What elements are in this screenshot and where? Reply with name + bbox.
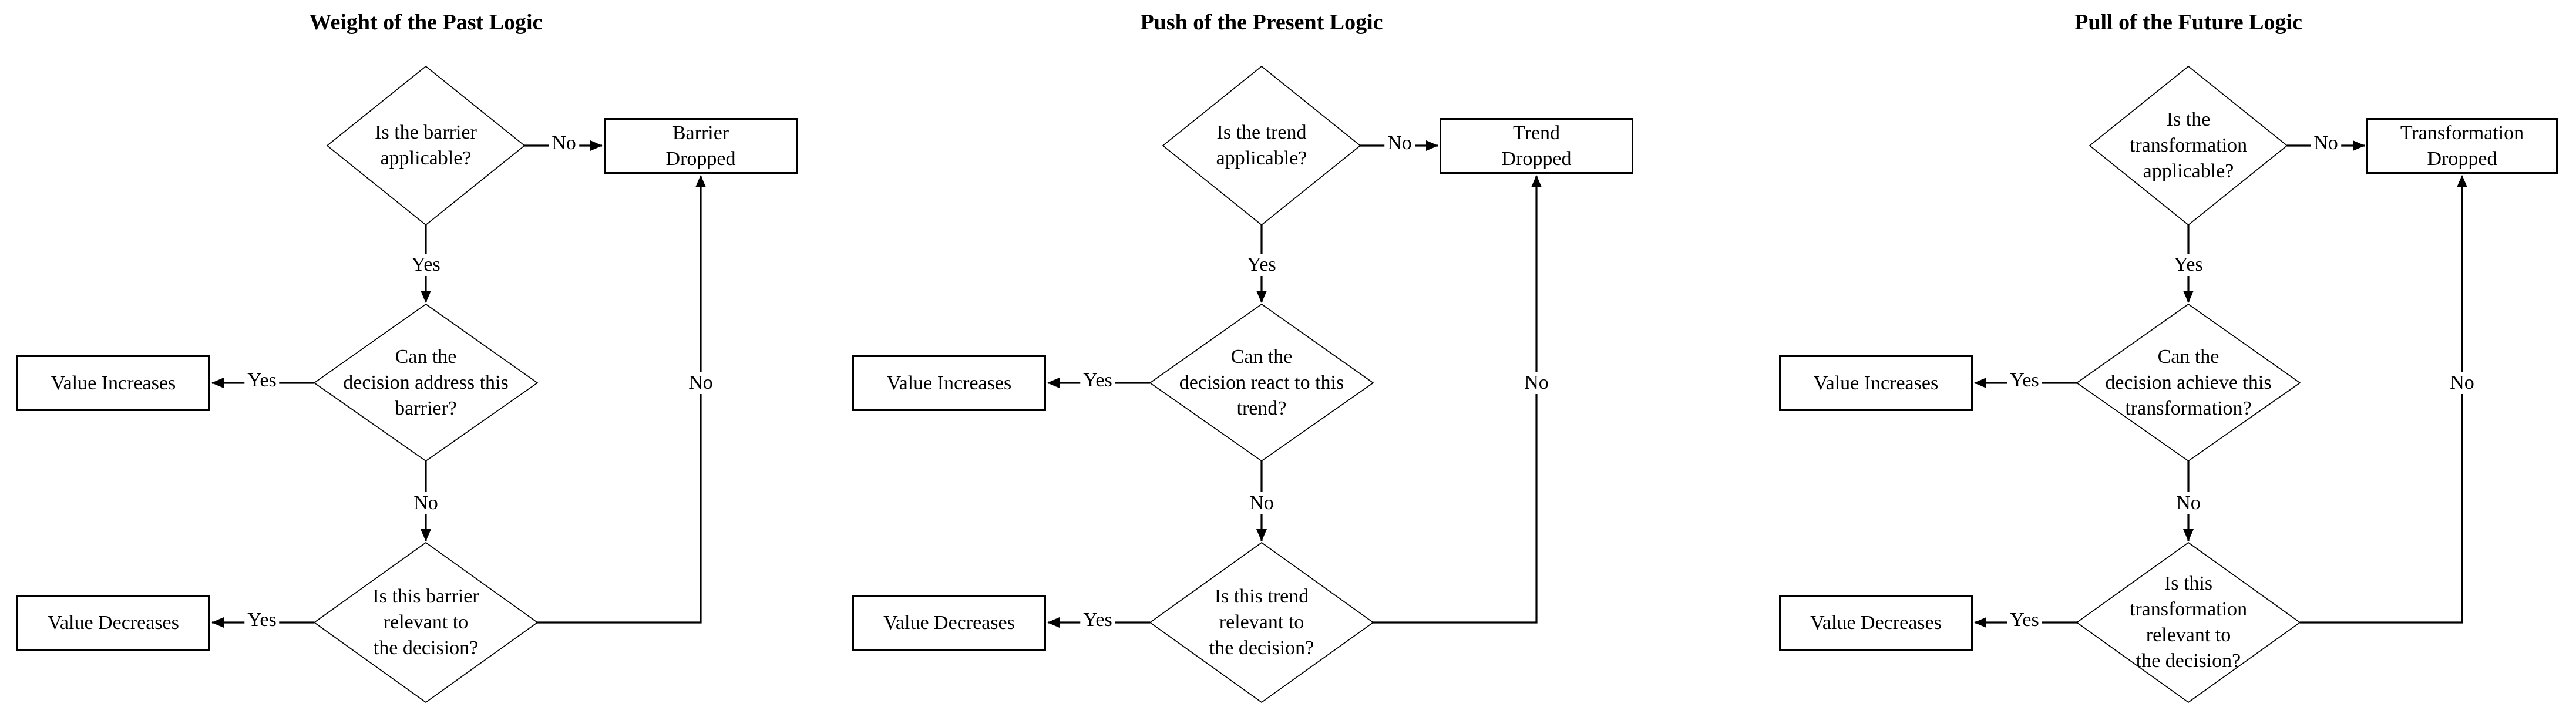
terminal-box-value-increases: Value Increases bbox=[1779, 355, 1973, 411]
terminal-box-value-increases: Value Increases bbox=[852, 355, 1046, 411]
diamond-q3-label-line: Is this trend bbox=[1214, 585, 1309, 607]
diamond-q2-label-line: barrier? bbox=[395, 398, 457, 419]
diamond-q2-label-line: decision achieve this bbox=[2105, 372, 2272, 393]
terminal-box-label-line: Value Increases bbox=[51, 372, 176, 394]
edge-label-q1-yes: Yes bbox=[2171, 254, 2206, 276]
edge-label-q3-no: No bbox=[685, 372, 716, 394]
edge-q3-no-return-arrow bbox=[537, 175, 706, 624]
edge-label-q1-yes: Yes bbox=[408, 254, 443, 276]
terminal-box-trend-dropped: Trend Dropped bbox=[1440, 118, 1633, 174]
diamond-q3-shape bbox=[2076, 541, 2301, 703]
edge-q3-no-return-arrow bbox=[2300, 175, 2467, 624]
terminal-box-value-increases: Value Increases bbox=[16, 355, 210, 411]
edge-label-q2-no: No bbox=[2173, 492, 2204, 514]
diamond-q2-label-line: Can the bbox=[1230, 346, 1293, 368]
diamond-q3-shape bbox=[1149, 541, 1374, 703]
diamond-q3-label-line: relevant to bbox=[383, 611, 469, 633]
diamond-q3-label-line: transformation bbox=[2129, 598, 2248, 620]
diamond-q3-label: Is this barrier relevant to the decision… bbox=[372, 584, 479, 661]
diamond-q2-label-line: Can the bbox=[2157, 346, 2219, 368]
terminal-box-label-line: Dropped bbox=[665, 147, 736, 170]
terminal-box-label-line: Trend bbox=[1513, 122, 1560, 144]
diamond-q1-label-line: applicable? bbox=[1216, 147, 1307, 169]
terminal-box-value-decreases: Value Decreases bbox=[16, 595, 210, 651]
diamond-q1-label-line: Is the bbox=[2166, 109, 2211, 130]
edge-label-q2-yes: Yes bbox=[2007, 369, 2042, 392]
diamond-q2-label: Can the decision address this barrier? bbox=[343, 344, 508, 422]
diamond-q2-label-line: transformation? bbox=[2125, 398, 2252, 419]
terminal-box-label-line: Value Decreases bbox=[1810, 611, 1942, 634]
edge-label-q2-no: No bbox=[411, 492, 441, 514]
diamond-q2-label-line: decision react to this bbox=[1179, 372, 1344, 393]
diamond-q1-label-line: applicable? bbox=[2143, 160, 2234, 182]
terminal-box-label-line: Transformation bbox=[2400, 122, 2524, 144]
diamond-q3-label-line: the decision? bbox=[2136, 650, 2241, 672]
chart-title-push-of-present: Push of the Present Logic bbox=[1140, 10, 1383, 35]
edge-label-q1-no: No bbox=[2311, 132, 2341, 154]
edge-label-q3-no: No bbox=[1521, 372, 1552, 394]
diamond-q3-label-line: Is this barrier bbox=[372, 585, 479, 607]
diamond-q1-label-line: Is the barrier bbox=[375, 122, 477, 143]
chart-title-weight-of-past: Weight of the Past Logic bbox=[309, 10, 543, 35]
edge-q3-no-return-arrow bbox=[1373, 175, 1542, 624]
chart-title-pull-of-future: Pull of the Future Logic bbox=[2074, 10, 2302, 35]
diamond-q1-label: Is the transformation applicable? bbox=[2130, 107, 2247, 184]
edge-label-q3-no: No bbox=[2447, 372, 2477, 394]
diamond-q3-label: Is this trend relevant to the decision? bbox=[1209, 584, 1314, 661]
terminal-box-value-decreases: Value Decreases bbox=[852, 595, 1046, 651]
terminal-box-label-line: Value Increases bbox=[886, 372, 1012, 394]
diamond-q2-label-line: decision address this bbox=[343, 372, 509, 393]
diamond-q3-shape bbox=[313, 541, 539, 703]
terminal-box-label-line: Dropped bbox=[1501, 147, 1572, 170]
edge-label-q2-yes: Yes bbox=[1080, 369, 1115, 392]
diamond-q3-label-line: Is this bbox=[2164, 573, 2213, 594]
diamond-q1-label-line: applicable? bbox=[380, 147, 472, 169]
diamond-q3-label: Is this transformation relevant to the d… bbox=[2130, 571, 2247, 674]
edge-label-q3-yes: Yes bbox=[244, 609, 280, 631]
edge-label-q2-no: No bbox=[1246, 492, 1277, 514]
diamond-q1-label: Is the barrier applicable? bbox=[375, 120, 477, 171]
edge-label-q1-yes: Yes bbox=[1244, 254, 1279, 276]
diamond-q3-label-line: the decision? bbox=[1209, 637, 1314, 659]
edge-label-q2-yes: Yes bbox=[244, 369, 280, 392]
diamond-q3-label-line: relevant to bbox=[1219, 611, 1304, 633]
terminal-box-label-line: Value Decreases bbox=[883, 611, 1015, 634]
terminal-box-label-line: Value Increases bbox=[1813, 372, 1939, 394]
diamond-q3-label-line: relevant to bbox=[2145, 624, 2231, 646]
diamond-q2-label: Can the decision react to this trend? bbox=[1179, 344, 1344, 422]
terminal-box-transformation-dropped: Transformation Dropped bbox=[2366, 118, 2558, 174]
diamond-q1-label: Is the trend applicable? bbox=[1216, 120, 1307, 171]
terminal-box-label-line: Value Decreases bbox=[48, 611, 179, 634]
edge-label-q1-no: No bbox=[1384, 132, 1415, 154]
terminal-box-label-line: Barrier bbox=[672, 122, 729, 144]
edge-label-q3-yes: Yes bbox=[1080, 609, 1115, 631]
terminal-box-value-decreases: Value Decreases bbox=[1779, 595, 1973, 651]
diamond-q2-label-line: Can the bbox=[395, 346, 457, 368]
diamond-q3-label-line: the decision? bbox=[373, 637, 479, 659]
terminal-box-barrier-dropped: Barrier Dropped bbox=[604, 118, 798, 174]
diamond-q1-label-line: Is the trend bbox=[1216, 122, 1307, 143]
diamond-q1-label-line: transformation bbox=[2129, 134, 2248, 156]
edge-label-q3-yes: Yes bbox=[2007, 609, 2042, 631]
terminal-box-label-line: Dropped bbox=[2427, 147, 2497, 170]
diamond-q2-label: Can the decision achieve this transforma… bbox=[2105, 344, 2271, 422]
edge-label-q1-no: No bbox=[549, 132, 579, 154]
diamond-q2-label-line: trend? bbox=[1236, 398, 1287, 419]
